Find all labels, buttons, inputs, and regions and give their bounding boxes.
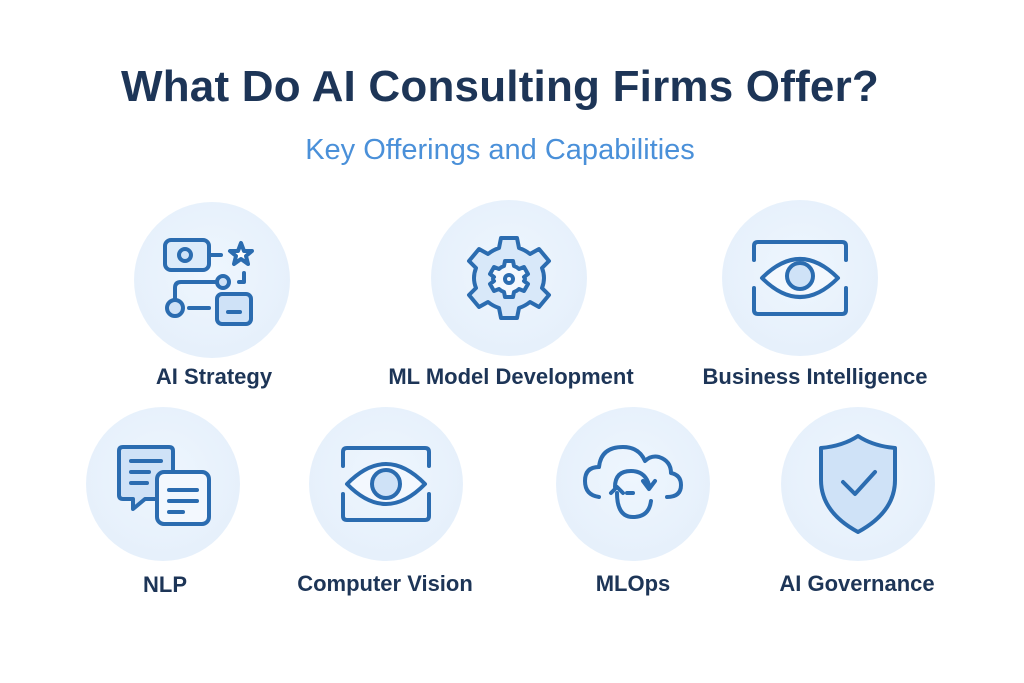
page-subtitle: Key Offerings and Capabilities bbox=[305, 134, 695, 166]
cloud-cycle-icon bbox=[583, 445, 683, 519]
shield-check-icon bbox=[819, 434, 897, 534]
icon-circle bbox=[86, 407, 240, 561]
chat-bubbles-icon bbox=[117, 445, 211, 526]
eye-frame-icon bbox=[752, 240, 848, 316]
offering-label: AI Strategy bbox=[155, 364, 273, 389]
eye-frame-icon bbox=[341, 446, 431, 522]
page-title: What Do AI Consulting Firms Offer? bbox=[120, 62, 880, 111]
offering-label: AI Governance bbox=[779, 571, 935, 596]
icon-circle bbox=[722, 200, 878, 356]
offering-label: Computer Vision bbox=[297, 571, 473, 596]
offering-label: ML Model Development bbox=[388, 364, 634, 389]
icon-circle bbox=[309, 407, 463, 561]
offering-label: MLOps bbox=[595, 571, 671, 596]
offering-label: NLP bbox=[143, 572, 187, 597]
icon-circle bbox=[781, 407, 935, 561]
offering-label: Business Intelligence bbox=[702, 364, 928, 389]
strategy-flow-icon bbox=[163, 238, 254, 326]
icon-circle bbox=[134, 202, 290, 358]
icon-circle bbox=[431, 200, 587, 356]
gear-icon bbox=[467, 236, 551, 320]
icon-circle bbox=[556, 407, 710, 561]
